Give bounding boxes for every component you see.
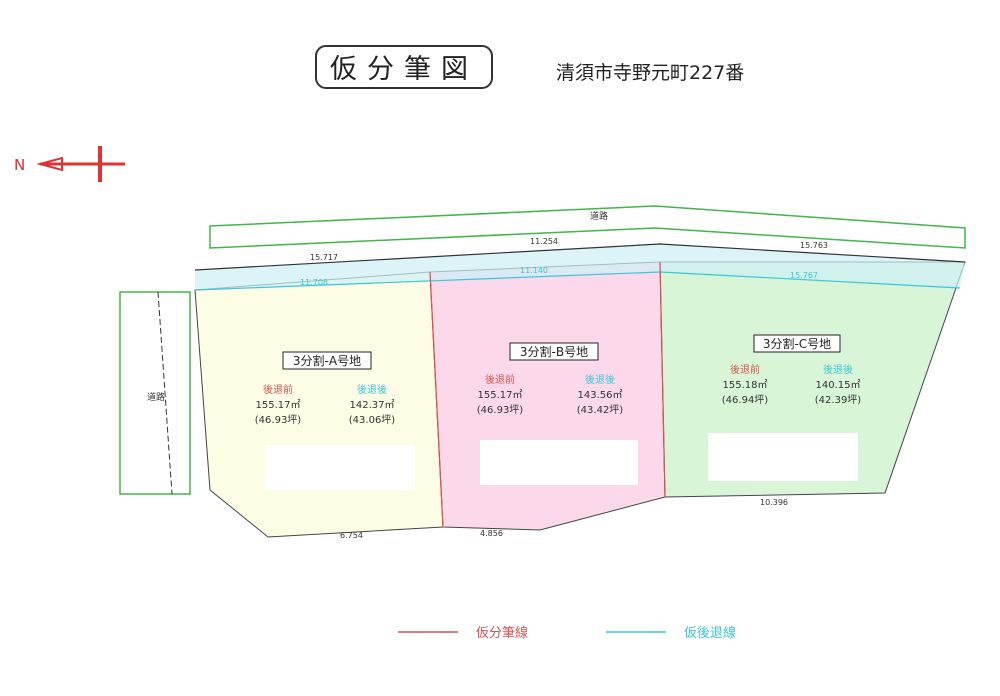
blank-box	[265, 445, 415, 490]
lot-c-name-box	[753, 334, 841, 353]
lot-a-name: 3分割-A号地	[293, 353, 361, 368]
dim-label: 6.754	[340, 531, 363, 540]
address: 清須市寺野元町227番	[556, 62, 744, 84]
setback-strip	[195, 244, 965, 290]
dim-label: 11.254	[530, 237, 558, 246]
lot-c-name: 3分割-C号地	[763, 336, 831, 351]
dim-label: 11.140	[520, 266, 548, 275]
division-line-bc	[659, 261, 666, 498]
lot-b-name-box	[509, 342, 599, 361]
lot-b	[429, 261, 666, 531]
title-frame	[315, 45, 493, 89]
lot-c-before-tsubo: (46.94坪)	[722, 393, 769, 406]
dim-label: 15.717	[310, 253, 338, 262]
lot-a-before-label: 後退前	[263, 383, 293, 396]
lot-c-before-label: 後退前	[730, 363, 760, 376]
lot-a-after-tsubo: (43.06坪)	[349, 413, 396, 426]
lot-b-after-area: 143.56㎡	[578, 389, 623, 401]
lot-b-after-label: 後退後	[585, 373, 615, 386]
boundary-line	[194, 243, 966, 271]
lot-a-before-tsubo: (46.93坪)	[255, 413, 302, 426]
blank-box	[480, 440, 638, 485]
lot-a-after-area: 142.37㎡	[350, 399, 395, 411]
dim-label: 15.763	[800, 241, 828, 250]
left-road	[119, 291, 191, 495]
dim-label: 11.708	[300, 278, 328, 287]
division-line-ab	[429, 271, 444, 528]
lot-b-before-tsubo: (46.93坪)	[477, 403, 524, 416]
lot-a-after-label: 後退後	[357, 383, 387, 396]
lot-a-before-area: 155.17㎡	[256, 399, 301, 411]
lot-c-after-tsubo: (42.39坪)	[815, 393, 862, 406]
left-road-label: 道路	[147, 391, 165, 403]
lot-b-after-tsubo: (43.42坪)	[577, 403, 624, 416]
lot-c-after-label: 後退後	[823, 363, 853, 376]
lot-b-before-label: 後退前	[485, 373, 515, 386]
page-title: 仮分筆図	[330, 54, 478, 85]
lot-c-after-area: 140.15㎡	[816, 379, 861, 391]
lot-c-before-area: 155.18㎡	[723, 379, 768, 391]
dim-label: 15.767	[790, 271, 818, 280]
dim-label: 10.396	[760, 498, 788, 507]
north-label: N	[14, 156, 25, 174]
lot-a	[194, 271, 444, 538]
blank-box	[708, 433, 858, 481]
legend-division-label: 仮分筆線	[476, 625, 528, 641]
lot-b-before-area: 155.17㎡	[478, 389, 523, 401]
top-road-label: 道路	[590, 210, 608, 222]
lot-a-name-box	[282, 351, 372, 370]
legend-setback-label: 仮後退線	[684, 625, 736, 641]
top-road	[209, 205, 966, 249]
dim-label: 4.856	[480, 529, 503, 538]
north-arrow-icon: N	[14, 146, 125, 182]
lot-b-name: 3分割-B号地	[520, 344, 588, 359]
